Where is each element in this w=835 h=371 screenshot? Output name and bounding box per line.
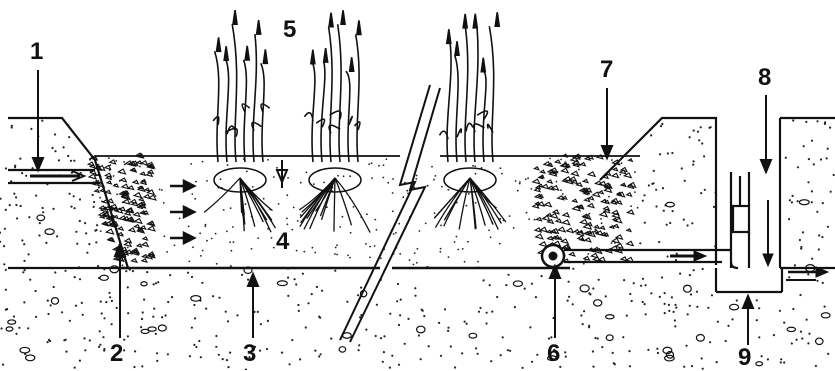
label-2: 2 [110, 342, 123, 366]
label-9: 9 [738, 346, 751, 370]
level-control-structure [716, 172, 782, 292]
inlet-channel [8, 170, 100, 183]
section-break [340, 85, 440, 342]
label-3: 3 [243, 342, 256, 366]
label-7: 7 [600, 58, 613, 82]
label-4: 4 [276, 230, 289, 254]
label-1: 1 [30, 40, 43, 64]
outlet-chamber-wall [780, 118, 835, 268]
label-6: 6 [547, 342, 560, 366]
flow-arrows [170, 181, 194, 243]
label-8: 8 [758, 66, 771, 90]
label-5: 5 [283, 18, 296, 42]
reed-plants [204, 10, 506, 232]
